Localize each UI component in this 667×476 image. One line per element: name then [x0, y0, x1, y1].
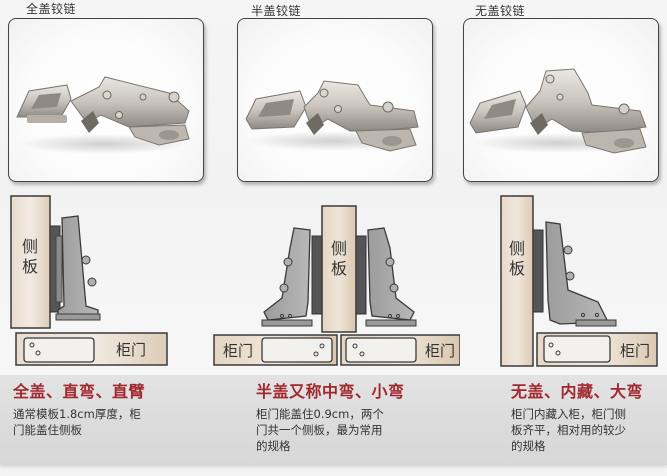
description-body: 通常模板1.8cm厚度，柜 门能盖住侧板 [13, 407, 141, 437]
description-title: 全盖、直弯、直臂 [13, 382, 146, 401]
product-photo-inset [463, 18, 659, 182]
product-label-inset: 无盖铰链 [475, 4, 526, 18]
side-panel-label: 侧 [22, 237, 38, 256]
hinge-photo-icon [469, 68, 647, 154]
description-inset: 无盖、内藏、大弯 柜门内藏入柜，柜门侧 板齐平，相对用的较少 的规格 [511, 382, 667, 454]
product-label-full-overlay: 全盖铰链 [26, 2, 77, 16]
diagram-full-overlay: 侧 板 柜门 [0, 190, 200, 370]
door-label: 柜门 [116, 341, 146, 359]
description-full-overlay: 全盖、直弯、直臂 通常模板1.8cm厚度，柜 门能盖住侧板 [13, 382, 213, 438]
diagram-half-overlay: 侧 板 柜门 柜门 [210, 190, 461, 370]
description-body: 柜门内藏入柜，柜门侧 板齐平，相对用的较少 的规格 [511, 407, 626, 453]
svg-text:柜门: 柜门 [425, 342, 455, 360]
description-title: 半盖又称中弯、小弯 [256, 382, 405, 401]
svg-text:柜门: 柜门 [620, 342, 650, 360]
svg-text:板: 板 [22, 257, 38, 276]
description-body: 柜门能盖住0.9cm，两个 门共一个侧板，最为常用 的规格 [256, 407, 384, 453]
product-photo-full-overlay [8, 18, 204, 182]
svg-text:柜门: 柜门 [223, 342, 253, 360]
svg-text:侧: 侧 [331, 239, 347, 258]
hinge-photo-icon [245, 80, 419, 152]
description-band [0, 375, 667, 465]
svg-text:板: 板 [331, 259, 347, 278]
product-label-half-overlay: 半盖铰链 [251, 4, 302, 18]
side-panel [10, 195, 51, 329]
diagram-inset: 侧 板 柜门 [450, 190, 667, 370]
hinge-photo-icon [16, 76, 190, 154]
svg-text:侧: 侧 [509, 239, 525, 258]
description-half-overlay: 半盖又称中弯、小弯 柜门能盖住0.9cm，两个 门共一个侧板，最为常用 的规格 [256, 382, 456, 454]
product-photo-half-overlay [237, 18, 433, 182]
svg-text:板: 板 [509, 259, 525, 278]
description-title: 无盖、内藏、大弯 [511, 382, 644, 401]
